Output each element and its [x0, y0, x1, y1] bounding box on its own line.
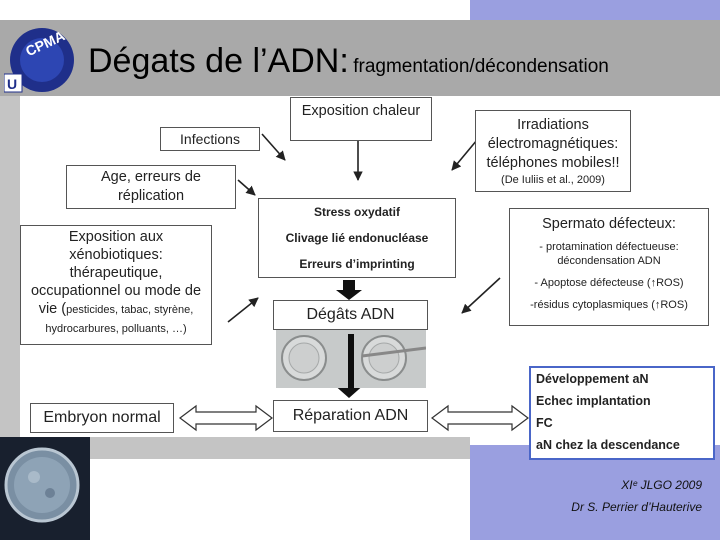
header-band: [0, 20, 720, 96]
outcome-developpement: Développement aN: [536, 372, 649, 386]
oocyte-injection-image: [276, 330, 426, 388]
arrow-xeno: [227, 297, 259, 323]
infections-box: Infections: [160, 127, 260, 151]
arrow-irradiation: [451, 139, 478, 171]
arrow-sperm: [461, 277, 501, 314]
sperm-title: Spermato défecteux:: [542, 216, 676, 232]
embryon-box: Embryon normal: [30, 403, 174, 433]
outcomes-box: Développement aN Echec implantation FC a…: [529, 366, 715, 460]
arrow-reparation-outcomes: [431, 404, 529, 432]
chaleur-label: Exposition chaleur: [301, 103, 421, 119]
bottom-band: [0, 437, 470, 459]
outcome-echec: Echec implantation: [536, 394, 651, 408]
outcome-descendance: aN chez la descendance: [536, 438, 680, 452]
mechanisms-box: Stress oxydatif Clivage lié endonucléase…: [258, 198, 456, 278]
sperm-point-1: - protamination défectueuse: décondensat…: [539, 241, 679, 267]
sperm-box: Spermato défecteux: - protamination défe…: [509, 208, 709, 326]
reparation-box: Réparation ADN: [273, 400, 428, 432]
xeno-small: pesticides, tabac, styrène, hydrocarbure…: [45, 304, 194, 335]
footer-line-1: XIᵉ JLGO 2009: [621, 478, 702, 492]
title-sub: fragmentation/décondensation: [353, 56, 609, 77]
embryo-image: [0, 437, 90, 540]
logo-corner-text: U: [7, 76, 17, 92]
infections-label: Infections: [180, 131, 240, 147]
mechanism-imprinting: Erreurs d’imprinting: [299, 257, 415, 271]
arrow-embryon-reparation: [179, 404, 273, 432]
chaleur-box: Exposition chaleur: [290, 97, 432, 141]
title-main: Dégats de l’ADN:: [88, 42, 349, 80]
accent-bar-top: [470, 0, 720, 20]
xeno-label: Exposition aux xénobiotiques: thérapeuti…: [30, 229, 202, 317]
irradiation-label: Irradiations électromagnétiques:: [487, 117, 619, 152]
embryon-label: Embryon normal: [43, 409, 161, 426]
arrow-age: [237, 179, 256, 196]
arrow-infections: [261, 133, 286, 161]
degats-label: Dégâts ADN: [306, 306, 395, 323]
page-title: Dégats de l’ADN: fragmentation/décondens…: [88, 42, 609, 81]
irradiation-phones: téléphones mobiles!!: [486, 155, 620, 171]
age-box: Age, erreurs de réplication: [66, 165, 236, 209]
irradiation-box: Irradiations électromagnétiques: télépho…: [475, 110, 631, 192]
outcome-fc: FC: [536, 416, 553, 430]
mechanism-stress: Stress oxydatif: [313, 205, 401, 219]
reparation-label: Réparation ADN: [292, 407, 409, 424]
degats-box: Dégâts ADN: [273, 300, 428, 330]
age-label: Age, erreurs de réplication: [101, 169, 201, 204]
cpma-logo: CPMA U: [3, 24, 76, 94]
footer-line-2: Dr S. Perrier d’Hauterive: [571, 500, 702, 514]
xeno-box: Exposition aux xénobiotiques: thérapeuti…: [20, 225, 212, 345]
accent-bar-bottom: [470, 445, 720, 540]
sperm-point-3: -résidus cytoplasmiques (↑ROS): [530, 299, 688, 311]
arrow-to-degats: [336, 280, 362, 300]
irradiation-ref: (De Iuliis et al., 2009): [501, 174, 605, 186]
left-band: [0, 96, 20, 446]
sperm-point-2: - Apoptose défecteuse (↑ROS): [534, 277, 684, 289]
mechanism-clivage: Clivage lié endonucléase: [285, 231, 429, 245]
